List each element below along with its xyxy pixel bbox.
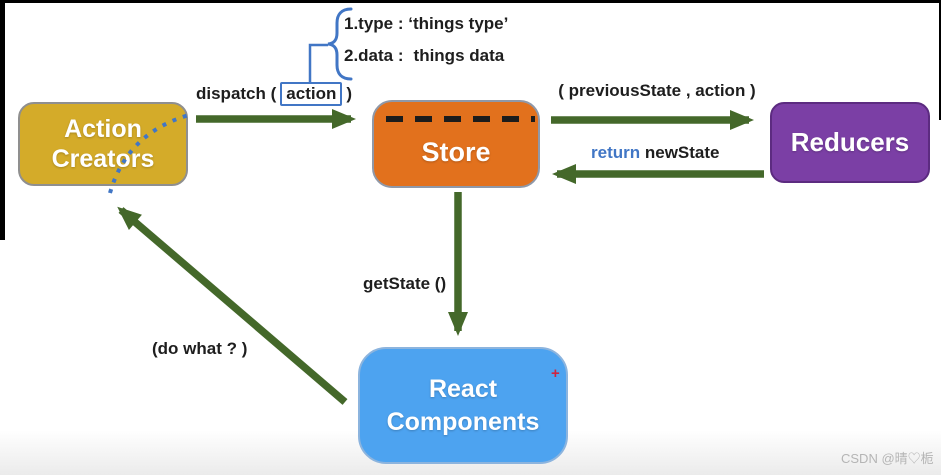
action-payload-note-line2: 2.data : things data [344,45,504,67]
do-what-edge-label: (do what ? ) [152,339,248,358]
dispatch-suffix: ) [346,84,353,103]
watermark-text: CSDN @晴♡栀 [841,451,934,466]
node-action-creators: Action Creators [18,102,188,186]
note-line2-label: 2.data : [344,46,404,65]
action-highlight-box: action [280,82,343,106]
previous-state-edge-label: ( previousState , action ) [558,81,756,100]
dispatch-prefix: dispatch ( [196,84,277,103]
node-reducers: Reducers [770,102,930,183]
action-note-connector-line [308,43,328,84]
frame-edge-top [0,0,941,3]
getstate-edge-label: getState () [363,274,447,293]
return-keyword: return [591,143,641,162]
node-react-components: React Components [358,347,568,464]
red-plus-cursor: + [551,365,560,382]
dispatch-edge-label: dispatch ( action ) [196,82,352,106]
action-payload-note-line1: 1.type : ‘things type’ [344,14,509,33]
node-store-label: Store [421,136,491,167]
components-to-action-creators-arrow [117,206,348,405]
frame-edge-left [0,0,5,240]
note-line2-value: things data [413,46,505,65]
return-value: newState [644,143,720,162]
return-newstate-edge-label: return newState [591,142,720,164]
store-dashed-line [386,116,535,122]
node-store: Store [372,100,540,188]
frame-edge-right [939,0,941,120]
